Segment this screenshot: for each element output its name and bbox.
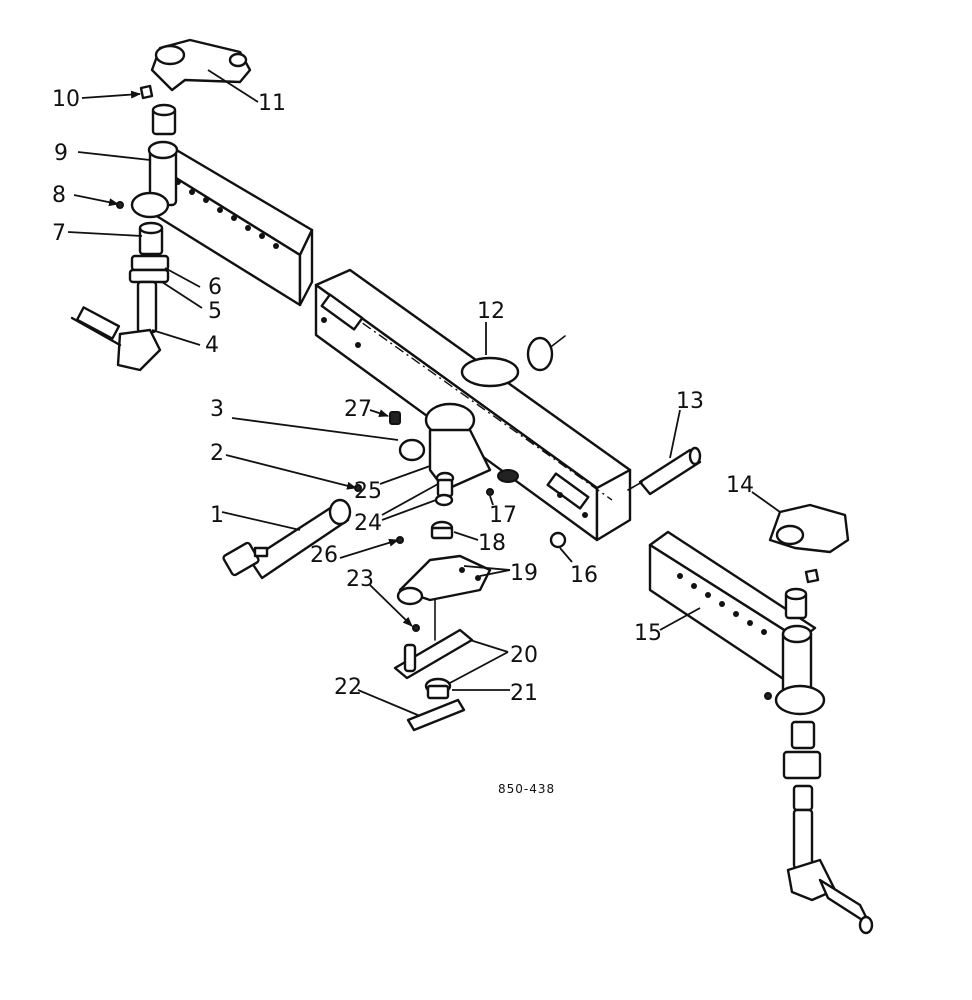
callout-27: 27: [344, 397, 372, 422]
center-small-parts: [354, 411, 567, 732]
left-grease-nipple: [116, 201, 124, 209]
left-key: [139, 84, 154, 100]
callout-14: 14: [726, 473, 754, 498]
callout-2: 2: [210, 441, 224, 466]
reference-code: 850-438: [498, 782, 555, 796]
callout-23: 23: [346, 567, 374, 592]
pivot-pin: [627, 446, 702, 496]
callout-16: 16: [570, 563, 598, 588]
callout-22: 22: [334, 675, 362, 700]
callout-3: 3: [210, 397, 224, 422]
leader-lines: [67, 69, 781, 717]
callout-11: 11: [258, 91, 286, 116]
callout-25: 25: [354, 479, 382, 504]
callout-5: 5: [208, 299, 222, 324]
left-steering-arm: [150, 38, 252, 92]
callout-21: 21: [510, 681, 538, 706]
callout-24: 24: [354, 511, 382, 536]
callout-15: 15: [634, 621, 662, 646]
callout-19: 19: [510, 561, 538, 586]
callout-4: 4: [205, 333, 219, 358]
callout-7: 7: [52, 221, 66, 246]
callout-18: 18: [478, 531, 506, 556]
stub-tube: [222, 498, 352, 580]
callout-13: 13: [676, 389, 704, 414]
callout-17: 17: [489, 503, 517, 528]
left-axle-extension: [130, 140, 314, 307]
left-kingpin-assembly: [70, 221, 170, 372]
right-steering-arm: [764, 503, 850, 700]
callout-1: 1: [210, 503, 224, 528]
right-kingpin-assembly: [782, 720, 874, 935]
callout-8: 8: [52, 183, 66, 208]
callout-10: 10: [52, 87, 80, 112]
callout-20: 20: [510, 643, 538, 668]
axle-beam: [314, 268, 632, 542]
right-axle-extension: [648, 530, 826, 716]
callout-6: 6: [208, 275, 222, 300]
callout-9: 9: [54, 141, 68, 166]
left-upper-bush: [151, 103, 177, 136]
callout-labels: 1 2 3 4 5 6 7 8 9 10 11 12 13 14 15 16 1…: [52, 87, 754, 706]
callout-12: 12: [477, 299, 505, 324]
callout-26: 26: [310, 543, 338, 568]
